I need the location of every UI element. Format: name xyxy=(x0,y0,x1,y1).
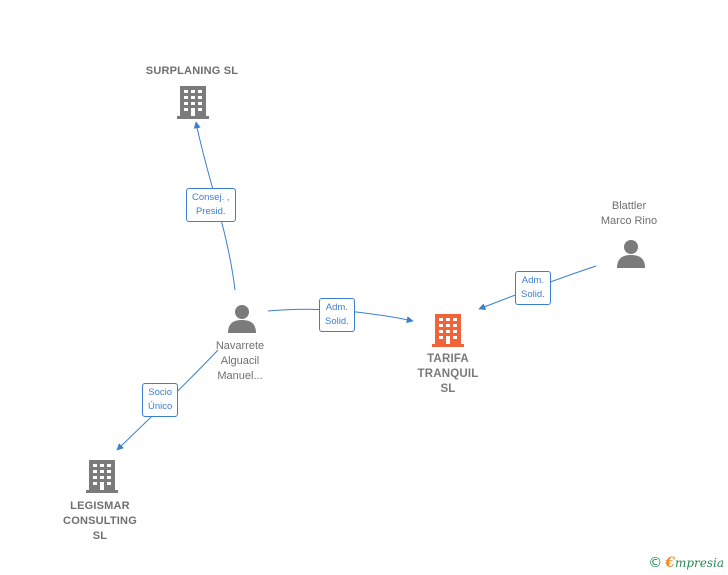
copyright-icon: © xyxy=(648,555,663,571)
edge-label-line: Único xyxy=(148,401,173,412)
edge-label-socio-unico[interactable]: Socio Único xyxy=(142,383,179,417)
edge-label-line: Adm. xyxy=(325,302,348,313)
building-icon[interactable] xyxy=(432,314,464,347)
edge-label-line: Socio xyxy=(148,387,173,398)
node-label-line: SL xyxy=(92,530,108,542)
brand-initial: € xyxy=(665,555,675,571)
node-label-blattler[interactable]: Blattler Marco Rino xyxy=(580,199,678,229)
node-label-line: Navarrete xyxy=(215,340,265,352)
node-label-navarrete[interactable]: Navarrete Alguacil Manuel... xyxy=(190,339,290,384)
node-label-line: Manuel... xyxy=(217,370,263,382)
building-icon[interactable] xyxy=(177,86,209,119)
node-label-line: TARIFA xyxy=(427,353,469,365)
node-label-tarifa[interactable]: TARIFA TRANQUIL SL xyxy=(398,352,498,397)
node-label-line: CONSULTING xyxy=(63,515,137,527)
node-label-line: Alguacil xyxy=(220,355,260,367)
edge-label-line: Consej. , xyxy=(192,192,230,203)
edge-label-line: Solid. xyxy=(521,289,545,300)
footer-brand: © €mpresia xyxy=(648,555,724,571)
brand-name: mpresia xyxy=(674,556,724,570)
person-icon[interactable] xyxy=(617,240,645,268)
node-label-legismar[interactable]: LEGISMAR CONSULTING SL xyxy=(50,499,150,544)
building-icon[interactable] xyxy=(86,460,118,493)
node-label-line: LEGISMAR xyxy=(70,500,130,512)
edge-label-line: Presid. xyxy=(195,206,226,217)
brand-logo[interactable]: €mpresia xyxy=(665,555,724,571)
node-label-line: Blattler xyxy=(611,200,647,212)
node-label-line: TRANQUIL xyxy=(417,368,479,380)
node-label-line: SL xyxy=(440,383,456,395)
edge-label-line: Adm. xyxy=(521,275,544,286)
edge-label-adm-solid[interactable]: Adm. Solid. xyxy=(319,298,355,332)
edge-label-consej-presid[interactable]: Consej. , Presid. xyxy=(186,188,236,222)
person-icon[interactable] xyxy=(228,305,256,333)
node-label-surplaning[interactable]: SURPLANING SL xyxy=(145,65,239,77)
edge-label-adm-solid[interactable]: Adm. Solid. xyxy=(515,271,551,305)
node-label-line: Marco Rino xyxy=(600,215,658,227)
edge-label-line: Solid. xyxy=(325,316,349,327)
